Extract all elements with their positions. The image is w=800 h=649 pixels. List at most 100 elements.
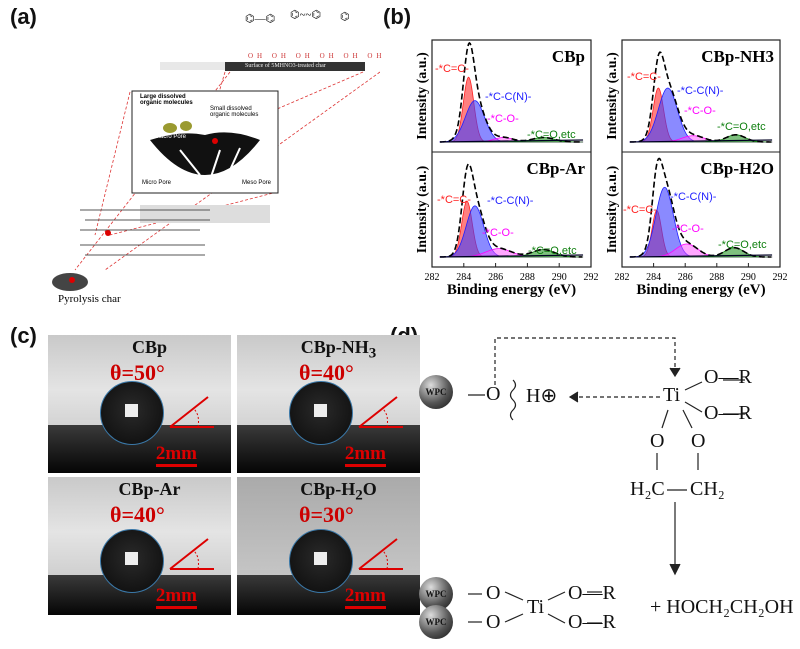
panel-label-a: (a): [10, 4, 37, 29]
component-label: -*C-O-: [684, 105, 716, 117]
baseline: [439, 139, 584, 143]
baseline: [629, 254, 773, 258]
baseline: [439, 254, 584, 258]
plot-frame: [621, 39, 781, 268]
micro-pore-label: Micro Pore: [142, 180, 172, 186]
x-axis-label: Binding energy (eV): [447, 282, 576, 298]
component-label: -*C-O-: [482, 227, 514, 239]
macro-pore-label: Macro Pore: [155, 134, 187, 140]
scale-bar: 2mm: [155, 444, 197, 467]
ch2-right: CH₂: [690, 478, 725, 500]
component-label: -*C=O,etc: [718, 239, 767, 251]
x-tick-label: 288: [520, 272, 535, 283]
component-label: -*C=C-: [437, 194, 471, 206]
sample-name: CBp-Ar: [118, 479, 181, 499]
component-label: -*C=C-: [435, 63, 469, 75]
oxygen-atom: O: [486, 611, 501, 633]
angle-indicator-icon: [169, 538, 214, 570]
oh-groups: OH OH OH OH OH OH: [248, 52, 386, 60]
angle-indicator-icon: [358, 538, 403, 570]
x-tick-label: 288: [709, 272, 724, 283]
byproduct-ethylene-glycol: + HOCH₂CH₂OH: [650, 596, 794, 618]
x-tick-label: 282: [425, 272, 440, 283]
oxygen-atom: O: [486, 383, 501, 405]
oxygen-atom: O: [486, 582, 501, 604]
x-tick-label: 286: [678, 272, 693, 283]
contact-angle-photo: CBp-Ar θ=40° 2mm: [48, 477, 231, 615]
component-label: -*C-C(N)-: [487, 195, 534, 207]
pore-diagram-graphic: ⌬—⌬⌬~~⌬⌬: [52, 9, 380, 291]
x-tick-label: 290: [552, 272, 567, 283]
y-axis-label: Intensity (a.u.): [605, 52, 620, 140]
component-label: -*C-C(N)-: [485, 91, 532, 103]
alkoxy-group: O—R: [568, 582, 616, 604]
subplot-title: CBp-Ar: [526, 159, 585, 178]
component-label: -*C-C(N)-: [677, 85, 724, 97]
contact-angle-photo: CBp θ=50° 2mm: [48, 335, 231, 473]
alkoxy-group: O—R: [704, 402, 752, 424]
large-molecules-label: Large dissolved organic molecules: [140, 94, 193, 106]
small-molecules-label: Small dissolved organic molecules: [210, 106, 259, 118]
panel-label-b: (b): [383, 4, 412, 29]
mechanism-lines: [468, 337, 745, 624]
subplot-title: CBp-H2O: [700, 159, 774, 178]
component-label: -*C=O,etc: [717, 121, 766, 133]
x-axis-label: Binding energy (eV): [636, 282, 765, 298]
x-tick-label: 290: [741, 272, 756, 283]
scale-bar: 2mm: [344, 586, 386, 609]
plot-frame: [431, 39, 592, 268]
contact-angle: θ=30°: [299, 502, 354, 527]
y-axis-label: Intensity (a.u.): [605, 165, 620, 253]
pyrolysis-char-label: Pyrolysis char: [58, 293, 121, 305]
component-label: -*C-O-: [672, 223, 704, 235]
scale-bar: 2mm: [155, 586, 197, 609]
droplet: [289, 381, 353, 445]
sample-name: CBp-H2O: [300, 479, 377, 504]
x-tick-label: 284: [646, 272, 661, 283]
xps-charts: CBp-*C=C--*C-C(N)--*C-O--*C=O,etcCBp-NH3…: [415, 39, 788, 298]
sample-name: CBp: [131, 337, 167, 357]
x-tick-label: 292: [773, 272, 788, 283]
angle-indicator-icon: [169, 396, 214, 428]
alkoxy-group: O—R: [704, 366, 752, 388]
contact-angle: θ=50°: [110, 360, 165, 385]
droplet: [100, 381, 164, 445]
svg-text:⌬—⌬: ⌬—⌬: [245, 13, 275, 25]
titanium-atom: Ti: [663, 384, 681, 406]
contact-angle: θ=40°: [299, 360, 354, 385]
titanium-atom: Ti: [527, 596, 545, 618]
x-tick-label: 286: [488, 272, 503, 283]
alkoxy-group: O—R: [568, 611, 616, 633]
x-tick-label: 282: [615, 272, 630, 283]
x-tick-label: 284: [456, 272, 471, 283]
scale-bar: 2mm: [344, 444, 386, 467]
component-label: -*C-C(N)-: [670, 191, 717, 203]
component-label: -*C=C-: [623, 204, 657, 216]
droplet: [100, 529, 164, 593]
droplet: [289, 529, 353, 593]
wpc-particle: WPC: [419, 375, 453, 409]
baseline: [629, 139, 773, 143]
contact-angle: θ=40°: [110, 502, 165, 527]
y-axis-label: Intensity (a.u.): [415, 165, 430, 253]
subplot-title: CBp-NH3: [701, 47, 774, 66]
wpc-particle: WPC: [419, 605, 453, 639]
y-axis-label: Intensity (a.u.): [415, 52, 430, 140]
component-label: -*C-O-: [487, 113, 519, 125]
panel-label-c: (c): [10, 323, 37, 348]
subplot-title: CBp: [552, 47, 585, 66]
x-tick-label: 292: [584, 272, 599, 283]
ch2-left: H₂C: [630, 478, 665, 500]
component-label: -*C=O,etc: [528, 245, 577, 257]
svg-text:⌬: ⌬: [340, 11, 350, 23]
surface-label: Surface of 5MHNO3-treated char: [245, 63, 326, 69]
component-label: -*C=C-: [627, 71, 661, 83]
meso-pore-label: Meso Pore: [242, 180, 272, 186]
envelope-line: [439, 162, 583, 258]
sample-name: CBp-NH3: [300, 337, 377, 362]
proton-label: H⊕: [526, 385, 558, 407]
angle-indicator-icon: [358, 396, 403, 428]
oxygen-atom: O: [650, 430, 665, 452]
